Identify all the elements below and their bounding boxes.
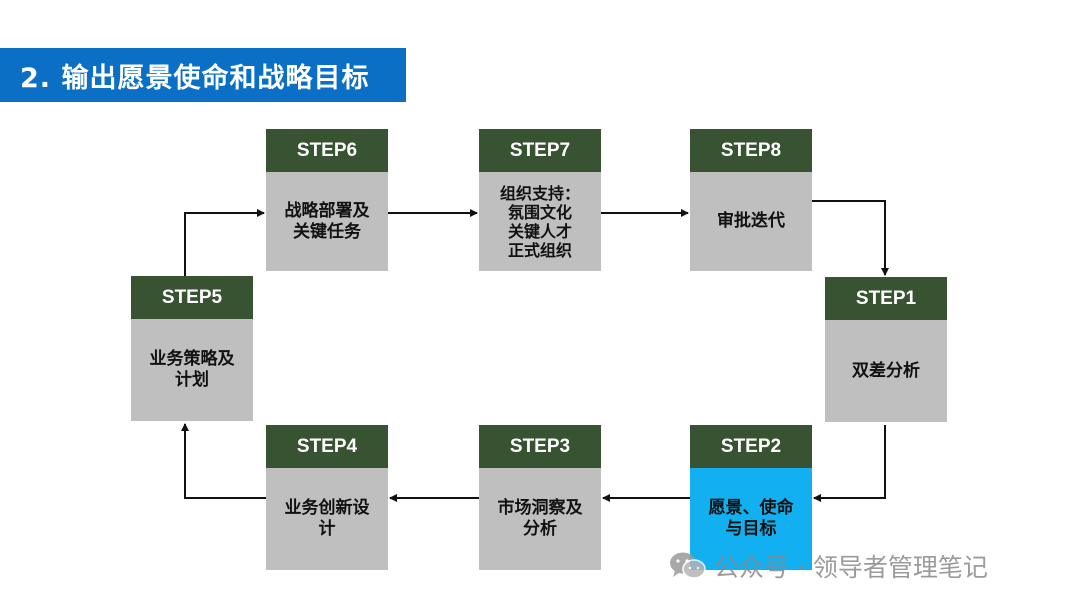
watermark: 公众号 · 领导者管理笔记 [668, 548, 988, 584]
step-1-text: 双差分析 [825, 320, 947, 422]
wechat-icon [670, 552, 706, 579]
step-4-text: 业务创新设 计 [266, 468, 388, 570]
step-5-text: 业务策略及 计划 [131, 319, 253, 421]
step-6-label: STEP6 [266, 129, 388, 172]
step-8: STEP8 审批迭代 [690, 129, 812, 271]
step-2: STEP2 愿景、使命 与目标 [690, 425, 812, 570]
step-6: STEP6 战略部署及 关键任务 [266, 129, 388, 271]
step-8-text: 审批迭代 [690, 172, 812, 271]
step-1: STEP1 双差分析 [825, 277, 947, 422]
step-4-label: STEP4 [266, 425, 388, 468]
step-3-label: STEP3 [479, 425, 601, 468]
arrow-s4-to-s5 [181, 423, 266, 499]
step-7-label: STEP7 [479, 129, 601, 172]
arrow-s8-to-s1 [812, 200, 889, 276]
step-5: STEP5 业务策略及 计划 [131, 276, 253, 421]
step-2-text: 愿景、使命 与目标 [690, 468, 812, 570]
arrow-s1-to-s2 [813, 425, 886, 502]
slide-title: 2. 输出愿景使命和战略目标 [0, 48, 406, 102]
arrow-s5-to-s6 [184, 209, 265, 276]
step-5-label: STEP5 [131, 276, 253, 319]
step-8-label: STEP8 [690, 129, 812, 172]
step-1-label: STEP1 [825, 277, 947, 320]
step-4: STEP4 业务创新设 计 [266, 425, 388, 570]
step-2-label: STEP2 [690, 425, 812, 468]
step-7-text: 组织支持： 氛围文化 关键人才 正式组织 [479, 172, 601, 271]
step-6-text: 战略部署及 关键任务 [266, 172, 388, 271]
step-7: STEP7 组织支持： 氛围文化 关键人才 正式组织 [479, 129, 601, 271]
step-3: STEP3 市场洞察及 分析 [479, 425, 601, 570]
step-3-text: 市场洞察及 分析 [479, 468, 601, 570]
watermark-text: 公众号 · 领导者管理笔记 [714, 553, 988, 582]
